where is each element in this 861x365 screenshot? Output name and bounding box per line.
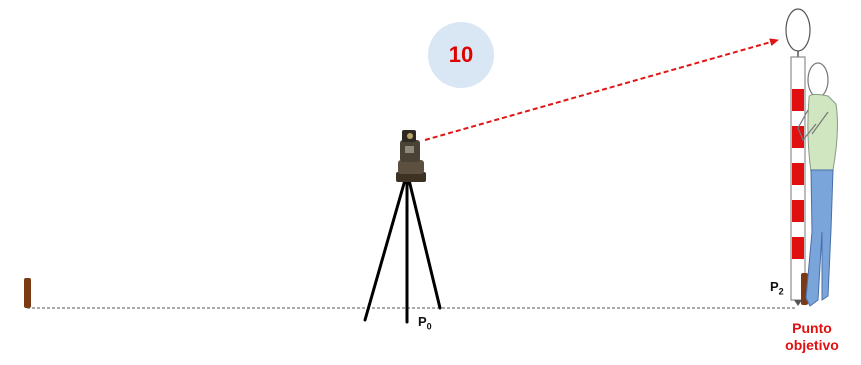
p0-label-base: P <box>418 314 427 329</box>
prism-pole-icon <box>786 9 810 306</box>
p0-label-sub: 0 <box>427 322 432 332</box>
total-station-icon <box>396 130 426 182</box>
target-label-line1: Punto <box>763 320 861 337</box>
p2-label-base: P <box>770 279 779 294</box>
p2-label: P2 <box>770 279 784 297</box>
target-label-line2: objetivo <box>763 337 861 354</box>
left-stake-icon <box>24 278 31 308</box>
step-badge: 10 <box>428 22 494 88</box>
p0-label: P0 <box>418 314 432 332</box>
target-point-label: Punto objetivo <box>763 320 861 354</box>
p2-label-sub: 2 <box>779 287 784 297</box>
tripod-icon <box>365 180 440 322</box>
step-number: 10 <box>449 42 473 68</box>
